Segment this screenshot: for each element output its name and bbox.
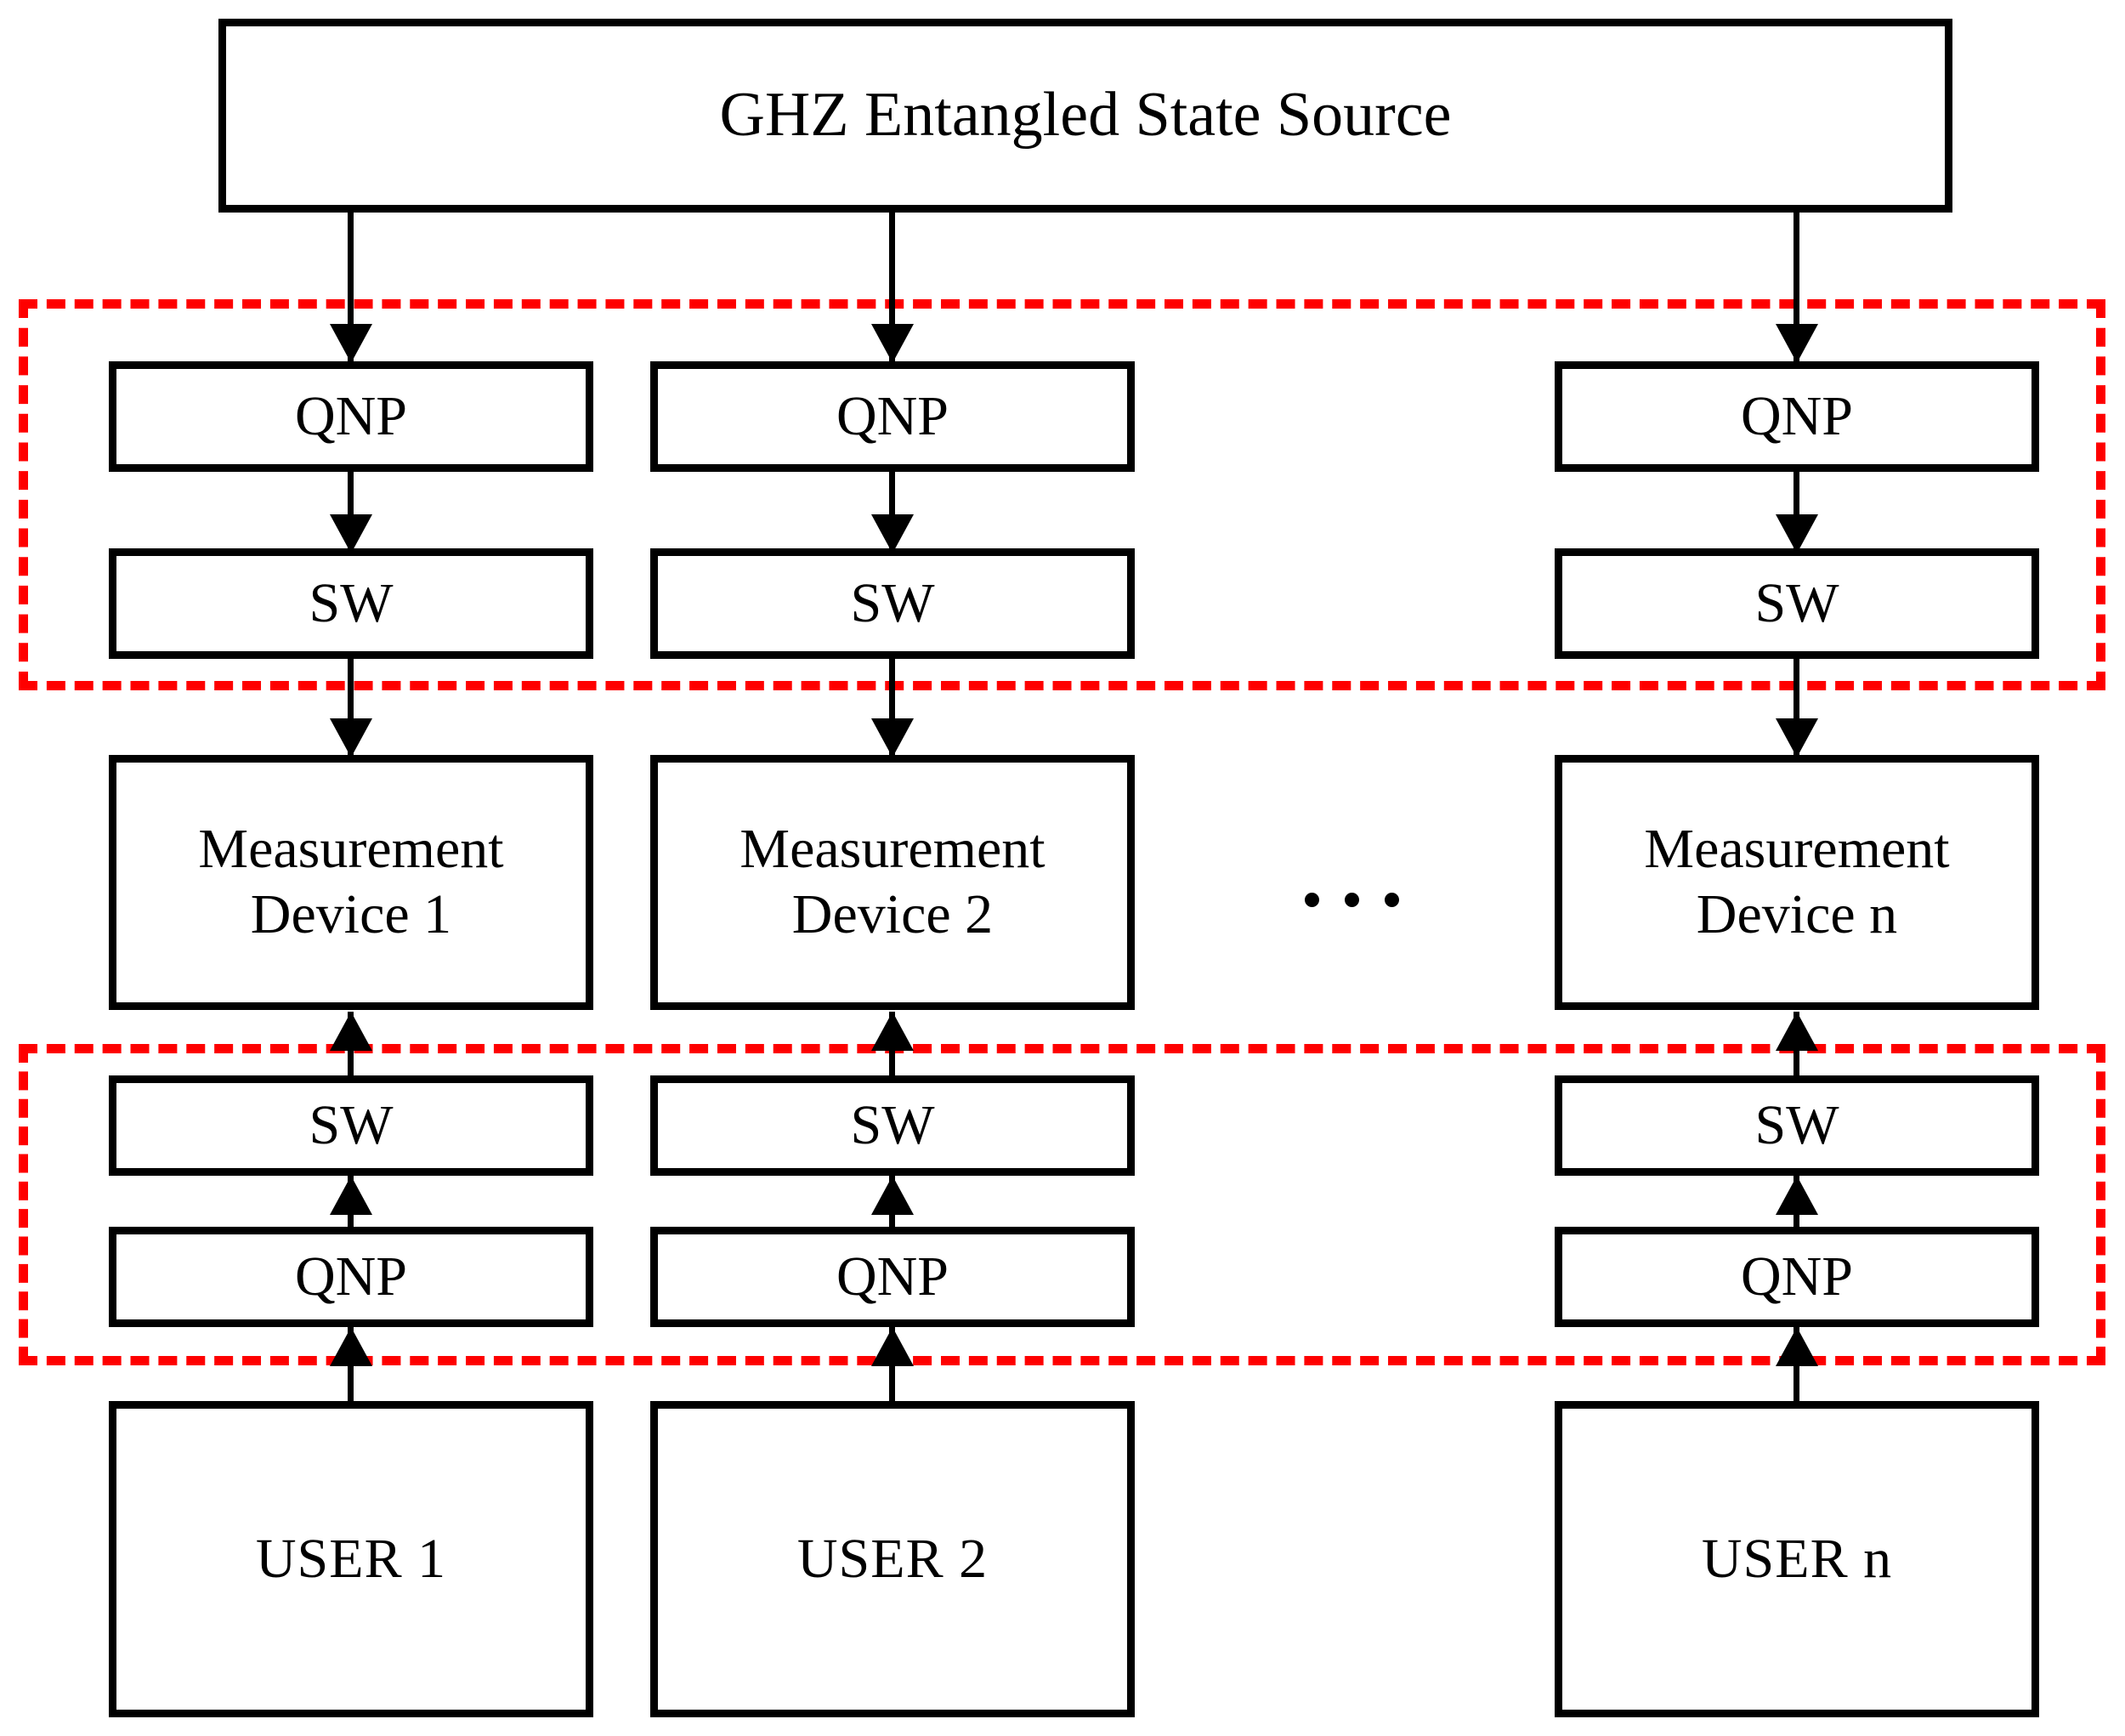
arrowhead-qnp-to-sw-1	[330, 514, 372, 553]
user-label-n: USER n	[1701, 1527, 1893, 1590]
lower-sw-label-2: SW	[850, 1093, 935, 1156]
user-box-1: USER 1	[109, 1401, 593, 1717]
arrowhead-sw-to-device-n	[1776, 718, 1818, 757]
measurement-device-box-1: Measurement Device 1	[109, 755, 593, 1010]
arrowhead-lowerqnp-to-lowersw-n	[1776, 1176, 1818, 1215]
user-label-1: USER 1	[255, 1527, 447, 1590]
connector-source-to-qnp-n	[1794, 213, 1799, 361]
arrowhead-sw-to-device-1	[330, 718, 372, 757]
arrowhead-source-to-qnp-n	[1776, 324, 1818, 363]
upper-qnp-label-n: QNP	[1740, 384, 1854, 447]
ghz-entangled-state-source-box: GHZ Entangled State Source	[218, 19, 1952, 213]
upper-sw-box-n: SW	[1555, 548, 2039, 659]
arrowhead-lowersw-to-device-1	[330, 1012, 372, 1051]
measurement-device-label-1: Measurement Device 1	[198, 818, 504, 945]
ellipsis-dot-1	[1305, 893, 1319, 907]
connector-qnp-to-sw-1	[348, 472, 354, 552]
lower-sw-label-1: SW	[309, 1093, 394, 1156]
measurement-device-box-2: Measurement Device 2	[650, 755, 1135, 1010]
upper-sw-box-2: SW	[650, 548, 1135, 659]
arrowhead-lowerqnp-to-lowersw-1	[330, 1176, 372, 1215]
arrowhead-source-to-qnp-1	[330, 324, 372, 363]
arrowhead-lowerqnp-to-lowersw-2	[871, 1176, 914, 1215]
lower-sw-box-1: SW	[109, 1075, 593, 1176]
upper-qnp-box-1: QNP	[109, 361, 593, 472]
user-box-2: USER 2	[650, 1401, 1135, 1717]
upper-sw-box-1: SW	[109, 548, 593, 659]
source-box-label: GHZ Entangled State Source	[719, 80, 1452, 150]
lower-qnp-box-n: QNP	[1555, 1227, 2039, 1327]
user-label-2: USER 2	[796, 1527, 989, 1590]
lower-qnp-label-n: QNP	[1740, 1245, 1854, 1308]
ellipsis-dot-3	[1385, 893, 1399, 907]
arrowhead-qnp-to-sw-n	[1776, 514, 1818, 553]
upper-qnp-box-n: QNP	[1555, 361, 2039, 472]
user-box-n: USER n	[1555, 1401, 2039, 1717]
upper-qnp-box-2: QNP	[650, 361, 1135, 472]
lower-sw-label-n: SW	[1754, 1093, 1839, 1156]
lower-sw-box-n: SW	[1555, 1075, 2039, 1176]
measurement-device-box-n: Measurement Device n	[1555, 755, 2039, 1010]
connector-sw-to-device-1	[348, 659, 354, 759]
upper-qnp-label-1: QNP	[294, 384, 408, 447]
connector-sw-to-device-n	[1794, 659, 1799, 759]
arrowhead-source-to-qnp-2	[871, 324, 914, 363]
measurement-device-label-2: Measurement Device 2	[740, 818, 1046, 945]
connector-sw-to-device-2	[889, 659, 895, 759]
ellipsis-dot-2	[1345, 893, 1359, 907]
arrowhead-lowersw-to-device-n	[1776, 1012, 1818, 1051]
arrowhead-lowersw-to-device-2	[871, 1012, 914, 1051]
ellipsis-dots	[1305, 893, 1399, 907]
arrowhead-qnp-to-sw-2	[871, 514, 914, 553]
upper-qnp-label-2: QNP	[836, 384, 949, 447]
arrowhead-user-to-lowerqnp-1	[330, 1327, 372, 1366]
upper-sw-label-n: SW	[1754, 571, 1839, 634]
arrowhead-user-to-lowerqnp-n	[1776, 1327, 1818, 1366]
lower-qnp-label-1: QNP	[294, 1245, 408, 1308]
measurement-device-label-n: Measurement Device n	[1644, 818, 1950, 945]
connector-source-to-qnp-1	[348, 213, 354, 361]
lower-qnp-label-2: QNP	[836, 1245, 949, 1308]
lower-qnp-box-1: QNP	[109, 1227, 593, 1327]
upper-sw-label-2: SW	[850, 571, 935, 634]
connector-source-to-qnp-2	[889, 213, 895, 361]
lower-qnp-box-2: QNP	[650, 1227, 1135, 1327]
connector-qnp-to-sw-2	[889, 472, 895, 552]
arrowhead-sw-to-device-2	[871, 718, 914, 757]
arrowhead-user-to-lowerqnp-2	[871, 1327, 914, 1366]
connector-qnp-to-sw-n	[1794, 472, 1799, 552]
lower-sw-box-2: SW	[650, 1075, 1135, 1176]
upper-sw-label-1: SW	[309, 571, 394, 634]
